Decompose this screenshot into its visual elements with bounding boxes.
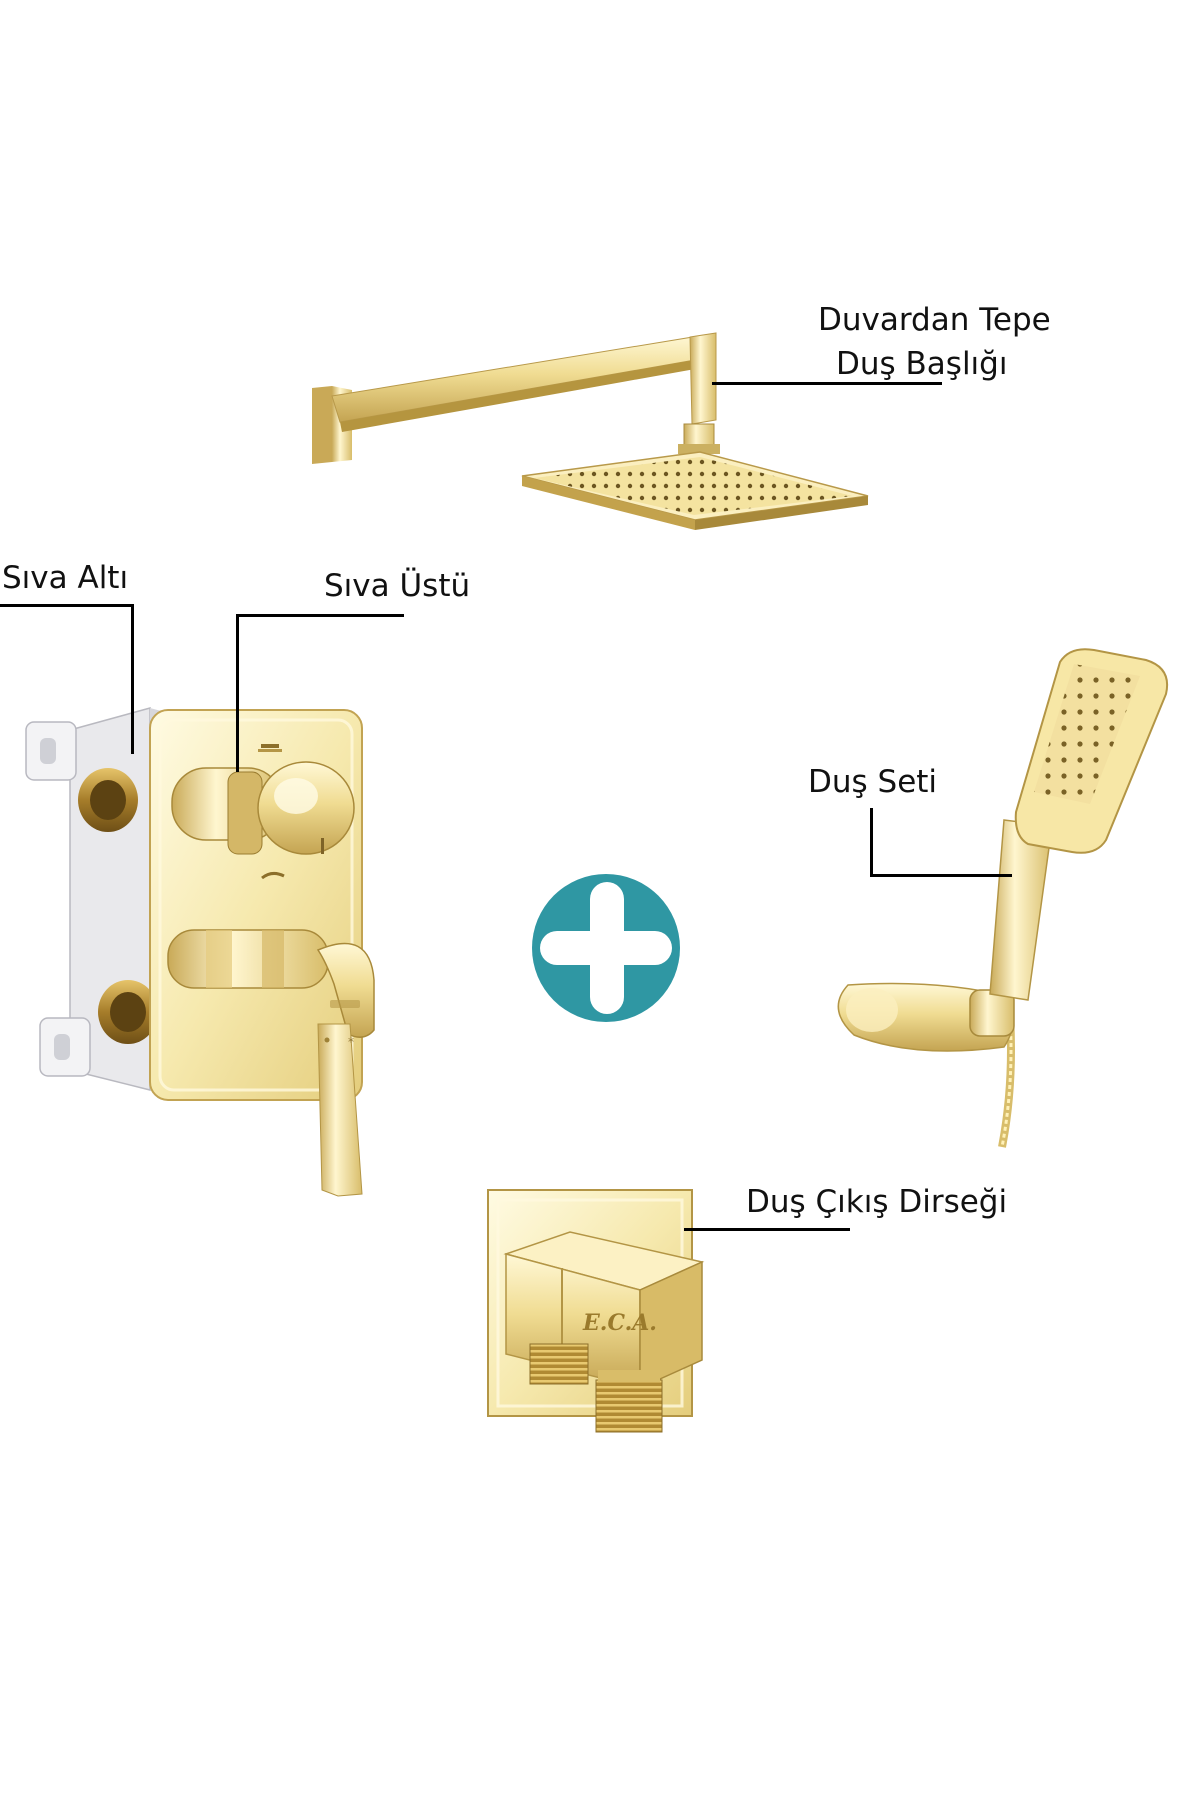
- callout-line-elbow: [684, 1228, 850, 1231]
- label-surface-trim: Sıva Üstü: [324, 568, 471, 604]
- label-shower-head-line2: Duş Başlığı: [836, 346, 1008, 382]
- elbow-brand-logo: E.C.A.: [582, 1310, 657, 1336]
- label-shower-head-line1: Duvardan Tepe: [818, 302, 1051, 338]
- plus-icon: [532, 874, 680, 1022]
- label-concealed-body: Sıva Altı: [2, 560, 129, 596]
- callout-line-shower-head: [712, 382, 942, 385]
- concealed-valve-box: [25, 707, 165, 1092]
- callout-line-trim-v: [236, 614, 239, 772]
- callout-line-trim-h: [236, 614, 404, 617]
- callout-line-shower-set-h: [870, 874, 1012, 877]
- hand-shower-set: [837, 648, 1168, 1148]
- label-shower-set: Duş Seti: [808, 764, 938, 800]
- label-outlet-elbow: Duş Çıkış Dirseği: [746, 1184, 1008, 1220]
- callout-line-concealed-h: [0, 604, 133, 607]
- callout-line-shower-set-v: [870, 808, 873, 876]
- overhead-shower-head: [312, 332, 869, 530]
- callout-line-concealed-v: [131, 604, 134, 754]
- svg-text:*: *: [348, 1035, 354, 1049]
- outlet-elbow: E.C.A.: [487, 1189, 705, 1433]
- surface-trim-plate: *: [149, 709, 375, 1197]
